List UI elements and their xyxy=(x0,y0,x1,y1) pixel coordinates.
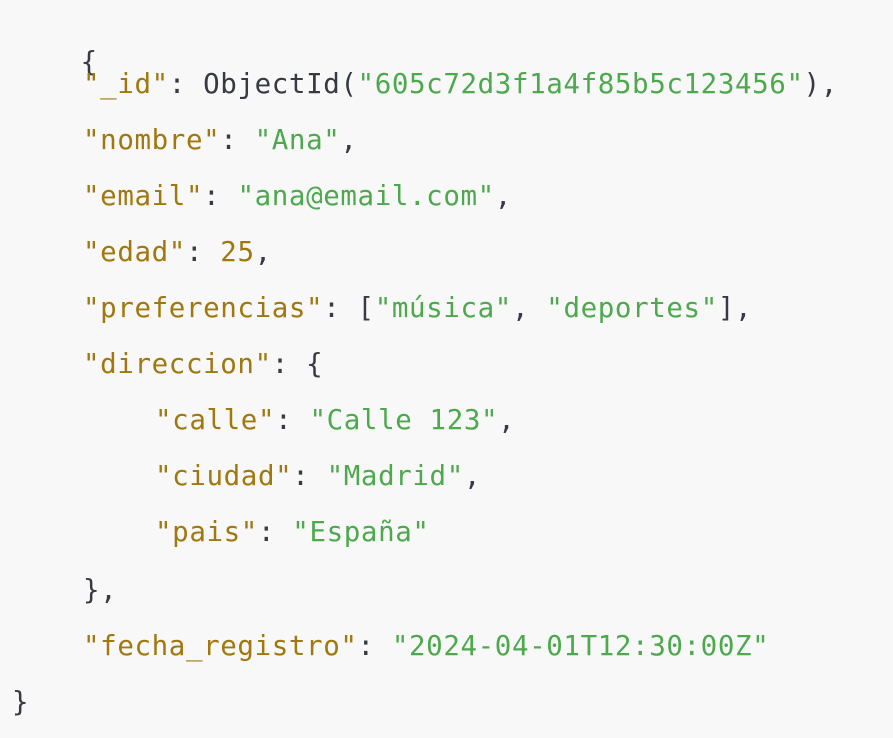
line-calle: "calle": "Calle 123", xyxy=(155,404,516,436)
line-close-brace: } xyxy=(12,685,29,719)
line-edad: "edad": 25, xyxy=(83,236,272,268)
key-calle: "calle" xyxy=(155,404,276,436)
key-ciudad: "ciudad" xyxy=(155,460,293,492)
value-pais: "España" xyxy=(292,516,430,548)
value-calle: "Calle 123" xyxy=(309,404,499,436)
line-email: "email": "ana@email.com", xyxy=(83,180,512,212)
key-nombre: "nombre" xyxy=(83,124,221,156)
value-edad: 25 xyxy=(220,236,255,268)
key-email: "email" xyxy=(83,180,204,212)
key-id: "_id" xyxy=(83,68,169,100)
line-nombre: "nombre": "Ana", xyxy=(83,124,358,156)
key-preferencias: "preferencias" xyxy=(83,292,324,324)
value-ciudad: "Madrid" xyxy=(326,460,464,492)
open-brace: { xyxy=(80,46,98,78)
value-id: "605c72d3f1a4f85b5c123456" xyxy=(357,68,804,100)
line-pais: "pais": "España" xyxy=(155,516,430,548)
close-brace-direccion: }, xyxy=(83,574,118,606)
key-pais: "pais" xyxy=(155,516,258,548)
line-open-brace: { xyxy=(12,11,98,113)
value-preferencia-0: "música" xyxy=(374,292,512,324)
value-email: "ana@email.com" xyxy=(237,180,495,212)
line-direccion-close: }, xyxy=(83,573,117,607)
line-id: "_id": ObjectId("605c72d3f1a4f85b5c12345… xyxy=(83,68,838,100)
key-edad: "edad" xyxy=(83,236,186,268)
line-ciudad: "ciudad": "Madrid", xyxy=(155,460,482,492)
key-fecha-registro: "fecha_registro" xyxy=(83,630,358,662)
key-direccion: "direccion" xyxy=(83,348,272,380)
objectid-fn: ObjectId( xyxy=(203,68,358,100)
line-preferencias: "preferencias": ["música", "deportes"], xyxy=(83,292,753,324)
line-fecha-registro: "fecha_registro": "2024-04-01T12:30:00Z" xyxy=(83,630,770,662)
line-direccion: "direccion": { xyxy=(83,348,324,380)
value-nombre: "Ana" xyxy=(254,124,341,156)
value-preferencia-1: "deportes" xyxy=(546,292,718,324)
value-fecha-registro: "2024-04-01T12:30:00Z" xyxy=(391,630,770,662)
close-brace: } xyxy=(12,686,30,718)
